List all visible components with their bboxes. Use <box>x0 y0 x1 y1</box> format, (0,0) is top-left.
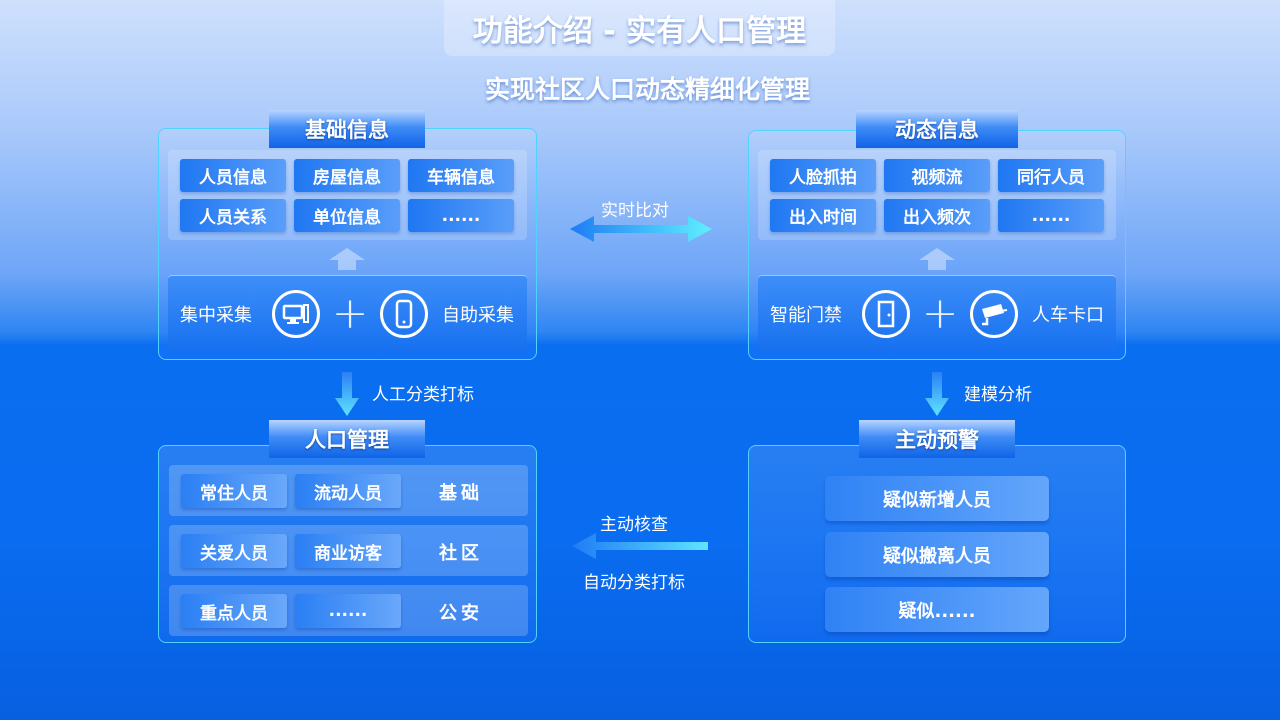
warning-item[interactable]: 疑似...... <box>825 587 1049 632</box>
basic-info-item[interactable]: 车辆信息 <box>408 159 514 192</box>
dynamic-info-title: 动态信息 <box>856 110 1018 148</box>
plus-icon: + <box>921 288 959 339</box>
arrow-down-icon <box>335 372 359 416</box>
population-panel: 常住人员 流动人员 基础 关爱人员 商业访客 社区 重点人员 ...... 公安 <box>158 445 537 643</box>
dynamic-info-grid: 人脸抓拍 视频流 同行人员 出入时间 出入频次 ...... <box>758 150 1116 240</box>
row-label: 基础 <box>439 483 483 504</box>
computer-icon <box>272 290 320 338</box>
double-arrow-icon <box>570 216 712 242</box>
population-item[interactable]: 重点人员 <box>181 594 287 628</box>
population-title: 人口管理 <box>269 420 425 458</box>
row-label: 公安 <box>439 603 483 624</box>
basic-info-item[interactable]: 人员信息 <box>180 159 286 192</box>
arrow-left-icon <box>572 533 708 559</box>
basic-collect-bar: 集中采集 + 自助采集 <box>168 275 527 352</box>
population-row: 重点人员 ...... 公安 <box>169 585 528 636</box>
page-subtitle: 实现社区人口动态精细化管理 <box>484 75 810 104</box>
basic-info-item[interactable]: 人员关系 <box>180 199 286 232</box>
collect-right-label: 自助采集 <box>442 305 514 326</box>
population-item[interactable]: 流动人员 <box>295 474 401 508</box>
warning-item[interactable]: 疑似搬离人员 <box>825 532 1049 577</box>
door-icon <box>862 290 910 338</box>
basic-info-grid: 人员信息 房屋信息 车辆信息 人员关系 单位信息 ...... <box>168 150 527 240</box>
active-check-label: 主动核查 <box>600 515 668 535</box>
dynamic-info-item[interactable]: 出入频次 <box>884 199 990 232</box>
collect-left-label: 智能门禁 <box>770 305 842 326</box>
population-item[interactable]: 商业访客 <box>295 534 401 568</box>
population-item[interactable]: 关爱人员 <box>181 534 287 568</box>
dynamic-info-item[interactable]: 出入时间 <box>770 199 876 232</box>
modeling-label: 建模分析 <box>964 385 1032 405</box>
arrow-up-icon <box>329 248 365 270</box>
population-row: 关爱人员 商业访客 社区 <box>169 525 528 576</box>
phone-icon <box>380 290 428 338</box>
dynamic-info-item[interactable]: 人脸抓拍 <box>770 159 876 192</box>
dynamic-info-item[interactable]: 视频流 <box>884 159 990 192</box>
dynamic-info-item[interactable]: 同行人员 <box>998 159 1104 192</box>
collect-left-label: 集中采集 <box>180 305 252 326</box>
dynamic-collect-bar: 智能门禁 + 人车卡口 <box>758 275 1116 352</box>
warning-title: 主动预警 <box>859 420 1015 458</box>
basic-info-item[interactable]: 单位信息 <box>294 199 400 232</box>
population-row: 常住人员 流动人员 基础 <box>169 465 528 516</box>
row-label: 社区 <box>439 543 483 564</box>
page-title: 功能介绍 - 实有人口管理 <box>444 0 835 56</box>
dynamic-info-item[interactable]: ...... <box>998 199 1104 232</box>
warning-item[interactable]: 疑似新增人员 <box>825 476 1049 521</box>
camera-icon <box>970 290 1018 338</box>
manual-tagging-label: 人工分类打标 <box>372 385 474 405</box>
basic-info-item[interactable]: 房屋信息 <box>294 159 400 192</box>
collect-right-label: 人车卡口 <box>1032 305 1104 326</box>
realtime-compare-label: 实时比对 <box>601 201 669 221</box>
arrow-up-icon <box>919 248 955 270</box>
arrow-down-icon <box>925 372 949 416</box>
basic-info-title: 基础信息 <box>269 110 425 148</box>
population-item[interactable]: ...... <box>295 594 401 628</box>
warning-panel: 疑似新增人员 疑似搬离人员 疑似...... <box>748 445 1126 643</box>
plus-icon: + <box>331 288 369 339</box>
basic-info-item[interactable]: ...... <box>408 199 514 232</box>
auto-tagging-label: 自动分类打标 <box>583 573 685 593</box>
population-item[interactable]: 常住人员 <box>181 474 287 508</box>
